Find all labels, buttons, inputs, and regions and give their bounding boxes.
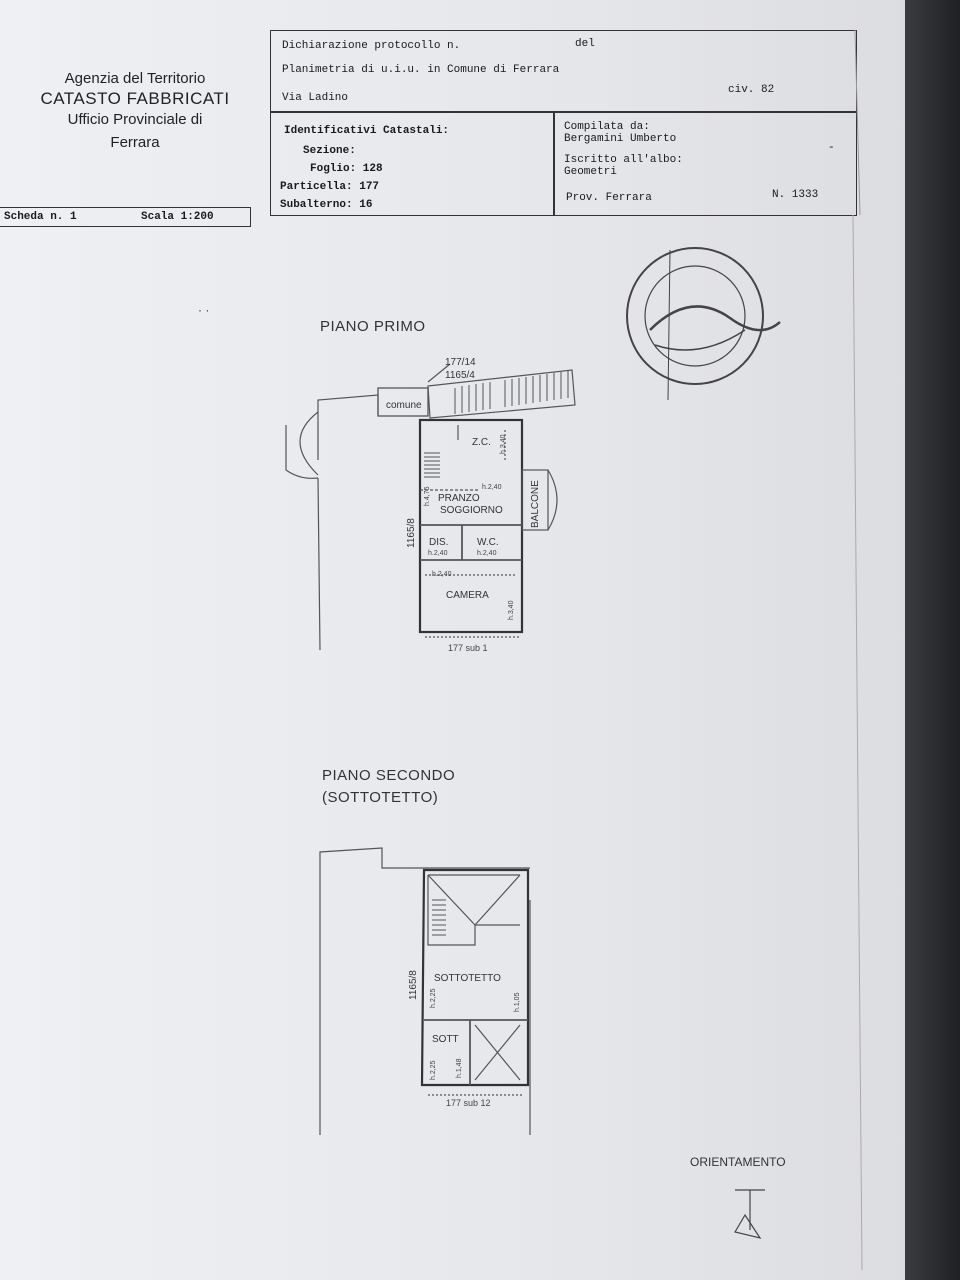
agency-city: Ferrara: [110, 134, 160, 151]
scheda-strip: [0, 207, 251, 227]
agency-catasto: CATASTO FABBRICATI: [40, 89, 230, 108]
del-label: del: [575, 38, 595, 50]
second-floor-subtitle: (SOTTOTETTO): [322, 789, 439, 806]
height-sott-2: h.1,48: [456, 1058, 463, 1078]
agency-block: Agenzia del Territorio CATASTO FABBRICAT…: [20, 70, 250, 151]
comune-label: comune: [386, 400, 422, 411]
identificativi-title: Identificativi Catastali:: [284, 125, 450, 137]
scheda-number: Scheda n. 1: [4, 211, 77, 223]
province-label: Prov. Ferrara: [566, 192, 652, 204]
address-label: Via Ladino: [282, 92, 349, 104]
zc-label: Z.C.: [472, 437, 491, 448]
particella-field: Particella: 177: [280, 181, 380, 193]
compiler-name: Bergamini Umberto: [564, 133, 677, 145]
height-sottotetto: h.2,25: [430, 988, 437, 1008]
height-dis: h.2,40: [428, 550, 448, 557]
soggiorno-label: SOGGIORNO: [440, 505, 503, 516]
ref-177-14: 177/14: [445, 357, 476, 368]
subalterno-field: Subalterno: 16: [280, 199, 373, 211]
north-arrow-icon: [734, 1189, 765, 1239]
agency-name: Agenzia del Territorio: [64, 70, 206, 87]
orientamento-label: ORIENTAMENTO: [690, 1155, 786, 1169]
iscritto-label: Iscritto all'albo:: [564, 154, 683, 166]
height-wc: h.2,40: [477, 550, 497, 557]
foglio-field: Foglio: 128: [310, 163, 383, 175]
camera-label: CAMERA: [446, 590, 489, 601]
sezione-field: Sezione:: [303, 145, 356, 157]
second-floor-plan: [319, 847, 531, 1135]
registration-number: N. 1333: [772, 189, 819, 201]
side-ref-1165-8-second: 1165/8: [408, 970, 419, 1000]
height-sott-1: h.2,25: [430, 1060, 437, 1080]
first-floor-plan: [285, 363, 576, 651]
second-floor-title: PIANO SECONDO: [322, 767, 456, 784]
height-pranzo: h.2,40: [482, 484, 502, 491]
identifiers-box: [270, 112, 857, 216]
civic-number: civ. 82: [728, 84, 775, 96]
second-floor-sub-ref: 177 sub 12: [446, 1098, 491, 1108]
stamp-seal: [626, 247, 781, 401]
desk-background: [905, 0, 960, 1280]
pranzo-label: PRANZO: [438, 493, 480, 504]
height-camera: h.3,40: [508, 600, 515, 620]
document-sheet: [0, 0, 910, 1280]
planimetria-label: Planimetria di u.i.u. in Comune di Ferra…: [282, 64, 560, 76]
sott-label: SOTT: [432, 1034, 459, 1045]
side-ref-1165-8-first: 1165/8: [406, 518, 417, 548]
scale-label: Scala 1:200: [141, 211, 214, 223]
height-zc: h.3,40: [500, 434, 507, 454]
first-floor-title: PIANO PRIMO: [320, 318, 426, 335]
dis-label: DIS.: [429, 537, 449, 548]
dichiarazione-label: Dichiarazione protocollo n.: [282, 40, 461, 52]
albo-value: Geometri: [564, 166, 617, 178]
compilata-label: Compilata da:: [564, 121, 650, 133]
balcone-label: BALCONE: [530, 480, 541, 528]
height-corridor: h.2,40: [432, 571, 452, 578]
ref-1165-4: 1165/4: [445, 370, 475, 381]
height-sottotetto-low: h.1,05: [514, 992, 521, 1012]
first-floor-sub-ref: 177 sub 1: [448, 643, 488, 653]
height-stair: h.4,75: [424, 486, 431, 506]
agency-office: Ufficio Provinciale di: [67, 111, 203, 128]
wc-label: W.C.: [477, 537, 499, 548]
sottotetto-label: SOTTOTETTO: [434, 973, 501, 984]
dots-mark: · ·: [198, 303, 210, 317]
dash-mark: -: [828, 142, 835, 154]
